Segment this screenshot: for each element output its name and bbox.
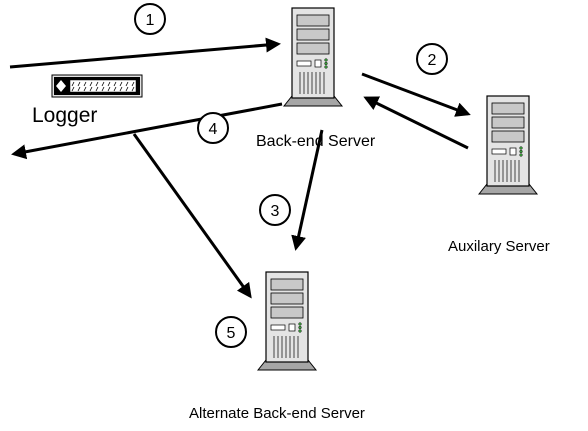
logger: Logger <box>32 74 143 127</box>
server-tower-icon <box>283 7 343 107</box>
alternate-back-end-server: Alternate Back-end Server <box>189 271 365 422</box>
back-end-server-label: Back-end Server <box>256 133 376 150</box>
back-end-server: Back-end Server <box>256 7 376 150</box>
step-number-1: 1 <box>146 12 155 29</box>
logger-device-icon <box>51 74 143 98</box>
logger-label: Logger <box>32 104 97 127</box>
arrow-step-5 <box>132 133 252 299</box>
server-tower-icon <box>257 271 317 371</box>
step-number-3: 3 <box>271 203 280 220</box>
step-number-2: 2 <box>428 52 437 69</box>
connections <box>9 37 471 299</box>
arrow-step-2-out <box>361 72 471 117</box>
step-badge-5: 5 <box>215 316 247 348</box>
arrow-step-3 <box>291 129 324 251</box>
auxiliary-server: Auxilary Server <box>448 95 550 255</box>
step-badge-4: 4 <box>197 112 229 144</box>
step-badge-2: 2 <box>416 43 448 75</box>
server-tower-icon <box>478 95 538 195</box>
arrow-step-2-return <box>363 96 469 150</box>
arrow-step-1 <box>9 37 281 69</box>
step-badge-1: 1 <box>134 3 166 35</box>
alternate-server-label: Alternate Back-end Server <box>189 405 365 422</box>
auxiliary-server-label: Auxilary Server <box>448 238 550 255</box>
step-badge-3: 3 <box>259 194 291 226</box>
step-number-5: 5 <box>227 325 236 342</box>
arrow-step-4 <box>11 102 283 160</box>
step-number-4: 4 <box>209 121 218 138</box>
